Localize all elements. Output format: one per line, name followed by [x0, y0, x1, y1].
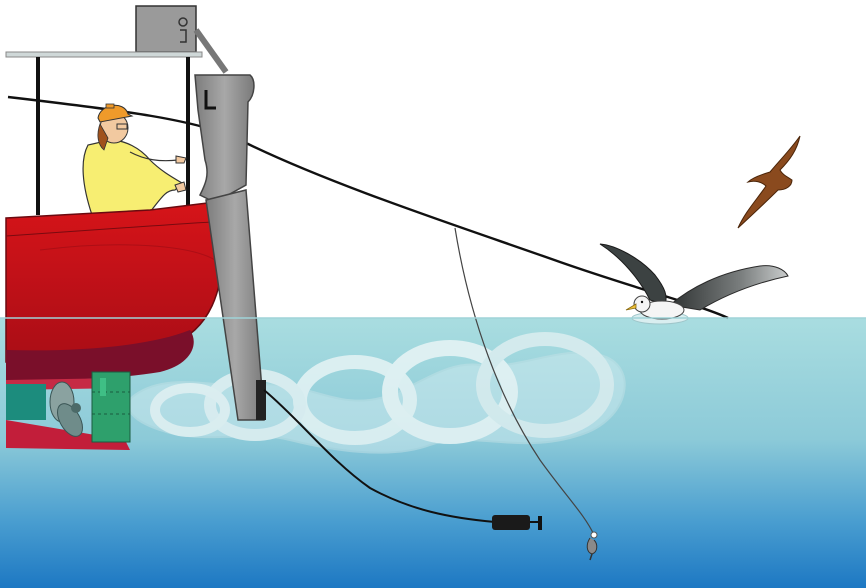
albatross-icon	[599, 243, 789, 325]
branch-line	[454, 227, 595, 536]
sinking-line	[263, 389, 496, 523]
setting-chute	[194, 74, 266, 421]
fisherman-icon	[82, 103, 187, 216]
propeller-wash	[127, 332, 626, 454]
petrel-icon	[737, 135, 801, 229]
propeller-icon	[49, 381, 83, 437]
winch-box-icon	[135, 5, 229, 74]
rudder	[91, 371, 131, 443]
baited-hook-icon	[586, 531, 598, 561]
deck-roof-beam	[5, 51, 203, 58]
weight-icon	[492, 515, 542, 530]
